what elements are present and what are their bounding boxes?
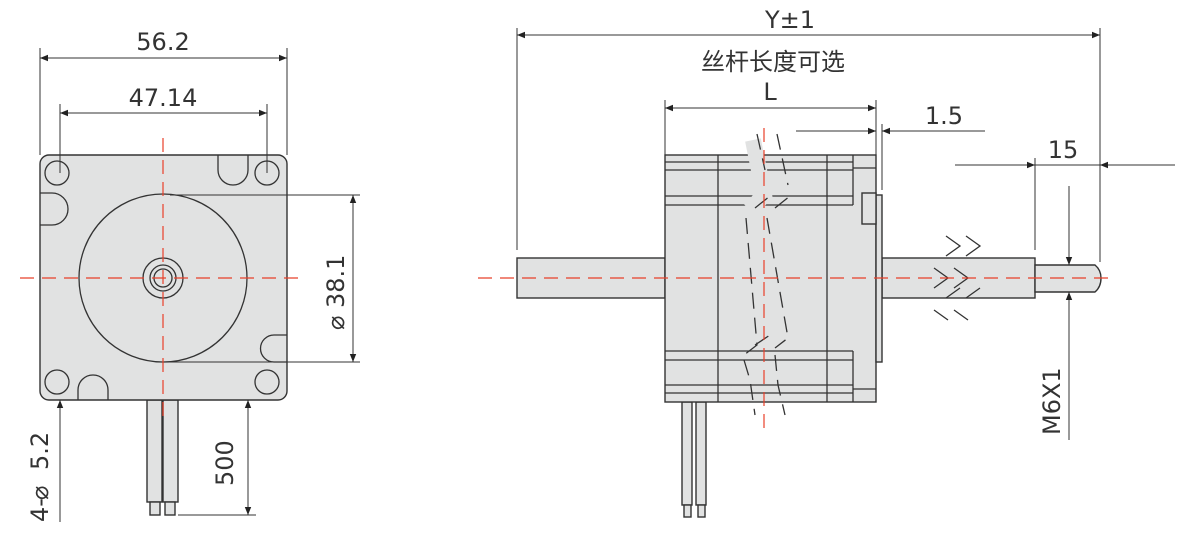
total-length-note: 丝杆长度可选 xyxy=(701,48,845,76)
break-line xyxy=(739,133,791,416)
front-view: 56.2 47.14 ⌀ 38.1 4- ⌀ 5.2 500 xyxy=(20,28,360,522)
width-dim-label: 56.2 xyxy=(136,28,189,56)
mounting-hole xyxy=(254,369,280,395)
mounting-holes-label: 5.2 xyxy=(26,432,54,470)
notch xyxy=(217,155,249,186)
notch xyxy=(40,192,69,226)
side-cable xyxy=(681,401,707,518)
body-length-label: L xyxy=(763,78,777,106)
thread-length-label: 15 xyxy=(1048,136,1079,164)
side-view: Y±1 丝杆长度可选 L 1.5 15 M6X1 xyxy=(478,6,1175,518)
boss-diameter-label: 38.1 xyxy=(322,255,350,308)
diameter-symbol: ⌀ xyxy=(322,316,350,330)
hole-spacing-label: 47.14 xyxy=(129,84,198,112)
motor-cable xyxy=(146,399,179,516)
mounting-hole xyxy=(44,369,70,395)
flange-dim-label: 1.5 xyxy=(925,102,963,130)
cable-length-label: 500 xyxy=(211,440,239,486)
total-length-label: Y±1 xyxy=(764,6,815,34)
thread-spec-label: M6X1 xyxy=(1038,367,1066,435)
threaded-end xyxy=(1034,264,1102,293)
diameter-symbol: ⌀ xyxy=(26,486,54,500)
notch xyxy=(77,374,109,400)
mounting-holes-prefix: 4- xyxy=(26,498,54,522)
mounting-hole xyxy=(44,160,70,186)
